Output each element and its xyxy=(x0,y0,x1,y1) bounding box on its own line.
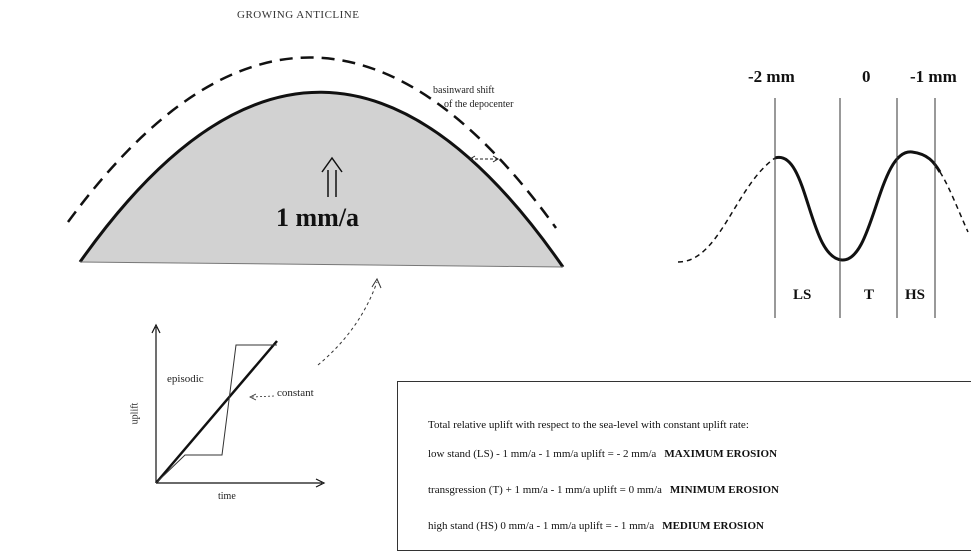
summary-row-text: transgression (T) + 1 mm/a - 1 mm/a upli… xyxy=(428,484,662,496)
anticline-curve xyxy=(78,90,565,268)
graph-xlabel: time xyxy=(218,491,236,502)
sea-level-curve-dashed-right xyxy=(939,171,969,233)
level-right-label: -1 mm xyxy=(910,67,957,86)
summary-box: Total relative uplift with respect to th… xyxy=(397,381,971,551)
zone-ls-label: LS xyxy=(793,287,812,303)
zone-t-label: T xyxy=(864,287,875,303)
anticline-base xyxy=(79,261,564,268)
constant-line xyxy=(155,340,278,484)
summary-row: high stand (HS) 0 mm/a - 1 mm/a uplift =… xyxy=(428,520,764,532)
graph-ylabel: uplift xyxy=(129,402,141,425)
summary-row-tag: MAXIMUM EROSION xyxy=(664,448,778,460)
dashed-outline xyxy=(66,56,558,229)
level-middle-label: 0 xyxy=(862,67,871,86)
link-arrowhead-icon xyxy=(371,277,382,289)
shift-note-line2: of the depocenter xyxy=(444,99,514,110)
uplift-rate-label: 1 mm/a xyxy=(276,203,360,232)
zone-hs-label: HS xyxy=(905,287,926,303)
shift-note-line1: basinward shift xyxy=(433,85,495,96)
sea-level-curve xyxy=(774,150,942,262)
summary-row-text: high stand (HS) 0 mm/a - 1 mm/a uplift =… xyxy=(428,520,655,532)
episodic-line xyxy=(155,344,277,484)
summary-row: transgression (T) + 1 mm/a - 1 mm/a upli… xyxy=(428,484,779,496)
summary-row-text: low stand (LS) - 1 mm/a - 1 mm/a uplift … xyxy=(428,448,657,460)
link-arrow xyxy=(317,281,378,366)
summary-row-tag: MINIMUM EROSION xyxy=(669,484,779,496)
sea-level-curve-dashed-left xyxy=(677,157,776,263)
uplift-arrow-icon xyxy=(321,156,343,197)
diagram-title: GROWING ANTICLINE xyxy=(237,9,360,21)
summary-row-tag: MEDIUM EROSION xyxy=(662,520,764,532)
constant-label: constant xyxy=(277,387,314,399)
summary-heading: Total relative uplift with respect to th… xyxy=(428,419,749,431)
level-left-label: -2 mm xyxy=(748,67,795,86)
shift-arrow-icon xyxy=(469,155,499,163)
summary-row: low stand (LS) - 1 mm/a - 1 mm/a uplift … xyxy=(428,448,777,460)
uplift-graph xyxy=(151,323,326,488)
episodic-label: episodic xyxy=(167,373,204,385)
